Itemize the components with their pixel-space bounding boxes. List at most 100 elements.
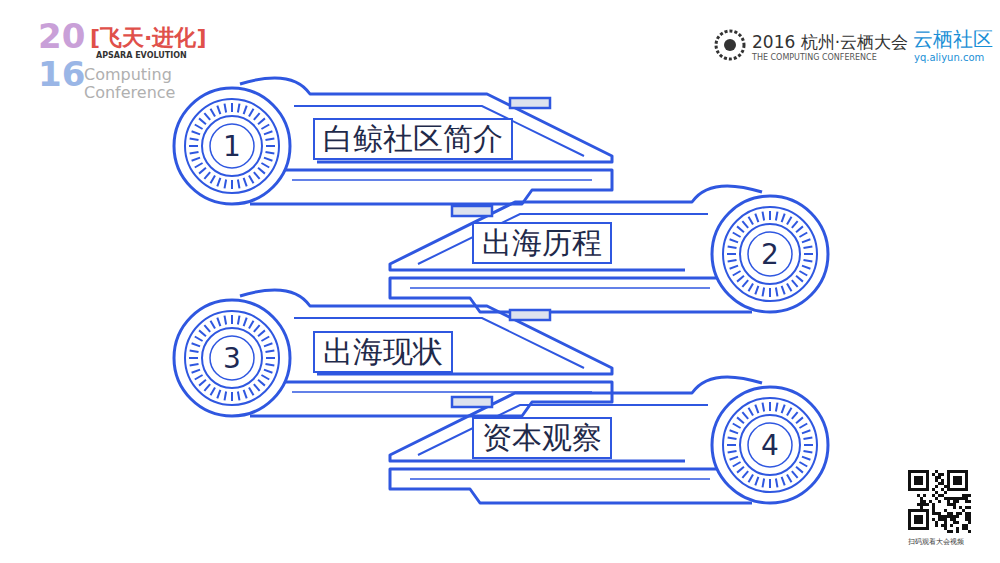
qr-module — [938, 500, 941, 503]
agenda-title: 出海现状 — [323, 332, 443, 373]
conference-logo-text: Conference — [84, 84, 175, 102]
qr-module — [932, 509, 935, 512]
qr-module — [941, 518, 944, 521]
qr-module — [968, 506, 971, 509]
qr-module — [965, 524, 968, 527]
community-logo: 云栖社区 — [913, 28, 993, 50]
qr-module — [935, 497, 938, 500]
qr-module — [947, 497, 950, 500]
qr-module — [953, 518, 956, 521]
qr-module — [956, 497, 959, 500]
qr-module — [941, 479, 944, 482]
agenda-title: 出海历程 — [482, 223, 602, 264]
qr-module — [911, 473, 926, 488]
qr-module — [941, 494, 944, 497]
qr-module — [968, 515, 971, 518]
gear-arm — [174, 78, 612, 204]
qr-module — [968, 512, 971, 515]
qr-module — [917, 494, 920, 497]
qr-module — [956, 512, 959, 515]
gear-arm — [174, 290, 612, 416]
qr-module — [953, 506, 956, 509]
qr-module — [941, 524, 944, 527]
qr-module — [941, 482, 944, 485]
qr-module — [926, 503, 929, 506]
gear-arm — [390, 377, 828, 503]
qr-module — [932, 503, 935, 506]
year-logo: 16 — [38, 56, 85, 93]
qr-module — [962, 509, 965, 512]
qr-module — [962, 524, 965, 527]
qr-module — [968, 530, 971, 533]
qr-module — [950, 518, 953, 521]
qr-caption: 扫码观看大会视频 — [908, 539, 964, 547]
qr-module — [935, 521, 938, 524]
qr-module — [935, 524, 938, 527]
qr-module — [920, 497, 923, 500]
title-box: 出海历程 — [472, 222, 612, 264]
qr-module — [923, 500, 926, 503]
qr-module — [938, 515, 941, 518]
qr-module — [932, 494, 935, 497]
conference-logo — [716, 31, 744, 59]
qr-module — [962, 527, 965, 530]
qr-module — [944, 509, 947, 512]
qr-module — [965, 515, 968, 518]
qr-module — [944, 491, 947, 494]
qr-module — [956, 527, 959, 530]
qr-module — [965, 518, 968, 521]
qr-module — [947, 503, 950, 506]
qr-module — [956, 500, 959, 503]
qr-module — [935, 491, 938, 494]
callout-number: 2 — [761, 238, 779, 271]
gear-circle: 3 — [212, 338, 252, 378]
qr-code — [906, 468, 974, 536]
qr-module — [944, 515, 947, 518]
qr-module — [932, 512, 935, 515]
qr-module — [956, 515, 959, 518]
qr-module — [908, 509, 929, 530]
qr-module — [953, 515, 956, 518]
qr-module — [908, 470, 929, 491]
qr-module — [944, 527, 947, 530]
theme-logo: [飞天·进化] — [90, 26, 206, 50]
agenda-title: 资本观察 — [482, 418, 602, 459]
gear-circle: 1 — [212, 126, 252, 166]
qr-module — [950, 503, 953, 506]
qr-module — [938, 476, 941, 479]
qr-module — [938, 482, 941, 485]
qr-module — [953, 476, 962, 485]
qr-module — [941, 473, 944, 476]
qr-module — [959, 512, 962, 515]
qr-module — [920, 503, 923, 506]
qr-module — [932, 506, 935, 509]
qr-module — [953, 500, 956, 503]
conference-logo-text: Computing — [84, 66, 172, 84]
theme-subtitle: APSARA EVOLUTION — [96, 52, 187, 61]
conference-name: 2016 杭州·云栖大会 — [752, 33, 908, 52]
qr-module — [947, 512, 950, 515]
qr-module — [962, 497, 965, 500]
year-logo: 20 — [38, 18, 85, 55]
qr-module — [965, 500, 968, 503]
callout-number: 4 — [761, 429, 779, 462]
qr-module — [923, 494, 926, 497]
community-url: yq.aliyun.com — [914, 52, 984, 63]
qr-module — [941, 488, 944, 491]
gear-circle: 4 — [750, 425, 790, 465]
qr-module — [920, 506, 923, 509]
callout-number: 1 — [223, 130, 241, 163]
qr-module — [941, 515, 944, 518]
qr-module — [947, 530, 950, 533]
qr-module — [953, 497, 956, 500]
qr-module — [965, 512, 968, 515]
qr-module — [914, 515, 923, 524]
qr-module — [968, 521, 971, 524]
qr-module — [938, 512, 941, 515]
qr-module — [923, 503, 926, 506]
qr-module — [938, 473, 941, 476]
qr-module — [917, 503, 920, 506]
qr-module — [953, 503, 956, 506]
agenda-title: 白鲸社区简介 — [323, 119, 503, 160]
qr-module — [956, 521, 959, 524]
